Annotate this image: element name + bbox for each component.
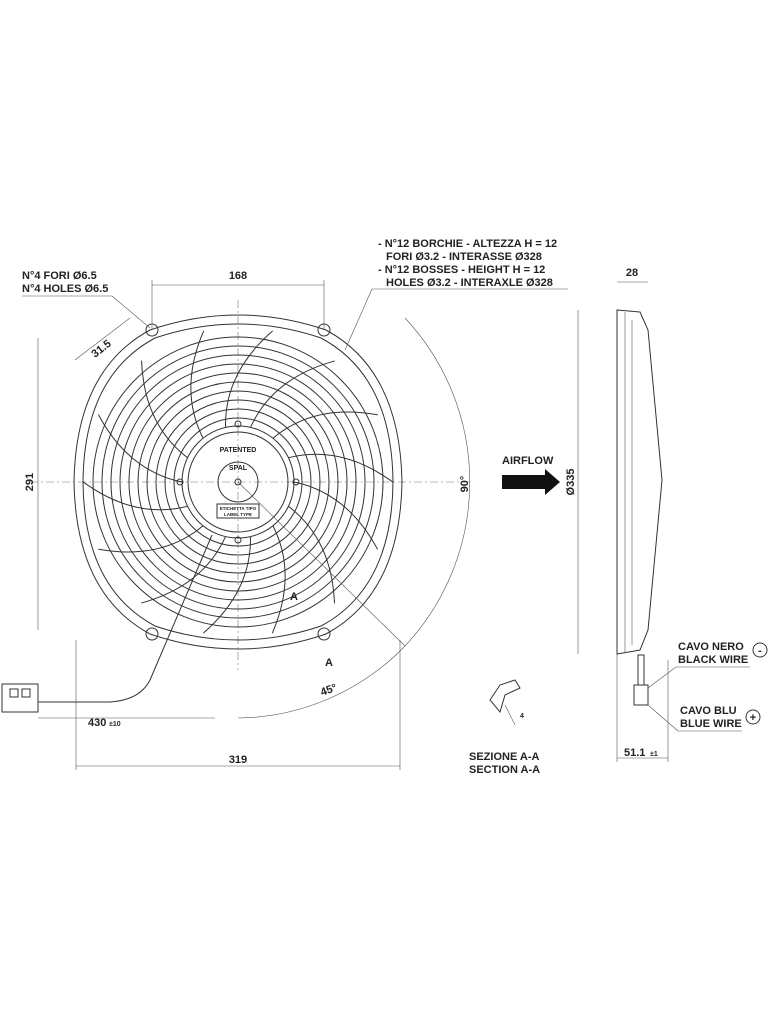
black-wire-en: BLACK WIRE xyxy=(678,654,748,666)
side-profile xyxy=(616,309,663,655)
leader-line xyxy=(111,295,151,329)
grille-ring xyxy=(137,381,339,583)
section-a-a-profile xyxy=(489,679,521,714)
motor-cap xyxy=(217,461,259,503)
side-cable xyxy=(637,654,645,686)
dim-430-tolerance: ±10 xyxy=(109,721,121,728)
motor-hub xyxy=(181,425,295,539)
leader-line xyxy=(647,704,679,732)
angle-ray xyxy=(237,481,406,647)
grille-spoke xyxy=(141,360,188,459)
leader-line xyxy=(344,288,373,351)
blue-wire-en: BLUE WIRE xyxy=(680,718,742,730)
brand-logo: SPAL xyxy=(229,465,248,472)
dim-51-1: 51.1 xyxy=(624,747,645,759)
connector xyxy=(1,683,39,713)
grille-spoke xyxy=(141,536,226,604)
holes-note-en: N°4 HOLES Ø6.5 xyxy=(22,283,108,295)
bosses-note-en-2: HOLES Ø3.2 - INTERAXLE Ø328 xyxy=(386,277,553,289)
grille-spoke xyxy=(288,505,335,604)
angle-arc-45 xyxy=(237,645,406,719)
fan-front-view: PATENTED SPAL ETICHETTA TIPO LABEL TYPE xyxy=(73,314,403,650)
fan-side-view xyxy=(616,309,663,706)
dim-291: 291 xyxy=(24,473,36,491)
angle-arc-90 xyxy=(404,317,471,647)
grille-spoke xyxy=(97,414,183,483)
plus-icon xyxy=(745,709,761,725)
dim-51-1-tolerance: ±1 xyxy=(650,751,658,758)
motor-hub-inner xyxy=(187,431,289,533)
minus-icon xyxy=(752,642,768,658)
section-label-it: SEZIONE A-A xyxy=(469,751,540,763)
airflow-arrow-icon xyxy=(502,469,560,495)
hub-screw xyxy=(176,478,184,486)
label-type-box xyxy=(216,503,260,519)
connector-pin xyxy=(21,688,31,698)
connector-pin xyxy=(9,688,19,698)
section-mark-bottom: A xyxy=(325,657,333,669)
cable xyxy=(38,534,213,703)
angle-90: 90° xyxy=(459,476,471,493)
patented-text: PATENTED xyxy=(220,447,257,454)
grille-spoke xyxy=(225,330,273,428)
grille-spoke xyxy=(293,481,379,550)
grille-ring xyxy=(92,336,384,628)
grille-spoke xyxy=(98,525,204,553)
grille-spoke xyxy=(288,453,394,483)
grille-ring xyxy=(146,390,330,574)
grille-ring xyxy=(101,345,375,619)
leader-line xyxy=(647,666,677,689)
grille-spoke xyxy=(250,360,335,428)
hub-screw xyxy=(234,420,242,428)
mounting-hole xyxy=(145,627,159,641)
angle-45: 45° xyxy=(319,682,339,699)
grille-ring xyxy=(155,399,321,565)
label-type-it: ETICHETTA TIPO xyxy=(220,506,257,511)
dim-319: 319 xyxy=(229,754,247,766)
dim-28: 28 xyxy=(626,267,638,279)
black-wire-it: CAVO NERO xyxy=(678,641,744,653)
blue-wire-it: CAVO BLU xyxy=(680,705,737,717)
grille-ring xyxy=(119,363,357,601)
dim-430: 430 xyxy=(88,717,106,729)
motor-shaft xyxy=(234,478,242,486)
dim-line-4 xyxy=(504,704,516,726)
side-connector xyxy=(633,684,649,706)
grille-ring xyxy=(164,408,312,556)
grille-spoke xyxy=(271,525,286,634)
bosses-note-it-2: FORI Ø3.2 - INTERASSE Ø328 xyxy=(386,251,542,263)
grille-spoke xyxy=(82,481,188,511)
label-type-en: LABEL TYPE xyxy=(224,512,252,517)
grille-spoke xyxy=(272,411,378,439)
blue-wire-symbol: + xyxy=(750,712,756,724)
black-wire-symbol: - xyxy=(758,645,762,657)
hub-screw xyxy=(234,536,242,544)
hub-screw xyxy=(292,478,300,486)
bosses-note-it-1: - N°12 BORCHIE - ALTEZZA H = 12 xyxy=(378,238,557,250)
dim-4: 4 xyxy=(520,713,524,720)
section-mark-top: A xyxy=(290,591,298,603)
section-label-en: SECTION A-A xyxy=(469,764,540,776)
dim-line-31-5 xyxy=(74,317,131,361)
dim-168: 168 xyxy=(229,270,247,282)
bosses-note-en-1: - N°12 BOSSES - HEIGHT H = 12 xyxy=(378,264,545,276)
holes-note-it: N°4 FORI Ø6.5 xyxy=(22,270,97,282)
dim-31-5: 31.5 xyxy=(89,338,113,361)
grille-ring xyxy=(173,417,303,547)
grille-spoke xyxy=(203,536,251,634)
dim-335: Ø335 xyxy=(565,469,577,496)
grille-ring xyxy=(110,354,366,610)
fan-shroud xyxy=(73,314,403,650)
airflow-label: AIRFLOW xyxy=(502,455,554,467)
grille-spoke xyxy=(190,330,205,439)
mounting-hole xyxy=(317,627,331,641)
